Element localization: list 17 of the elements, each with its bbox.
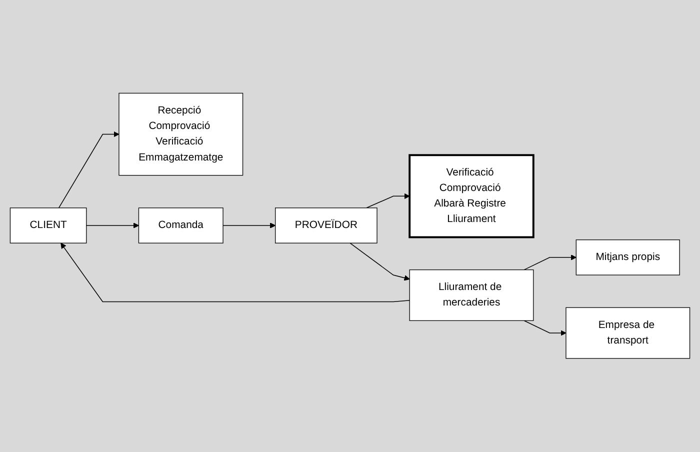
node-box <box>138 208 224 244</box>
arrow <box>86 222 139 229</box>
arrow <box>366 193 410 208</box>
node-box <box>409 270 534 322</box>
node-box <box>10 208 87 244</box>
node-box <box>275 208 378 244</box>
node-box <box>576 240 680 276</box>
node-box <box>566 307 690 359</box>
arrow <box>58 132 120 208</box>
node-box <box>118 93 244 176</box>
arrow <box>222 222 276 229</box>
arrow <box>524 320 566 336</box>
node-box <box>408 154 534 238</box>
arrow <box>350 242 410 281</box>
flowchart: Recepció Comprovació Verificació Emmagatzematge CLIENT Comanda PROVEÏDOR Verificació Comprovació Albarà Registre Lliurament Lliurament de mercaderies Mitjans propis Empresa de transport <box>5 88 695 364</box>
arrow <box>524 254 576 270</box>
arrow <box>60 243 410 302</box>
